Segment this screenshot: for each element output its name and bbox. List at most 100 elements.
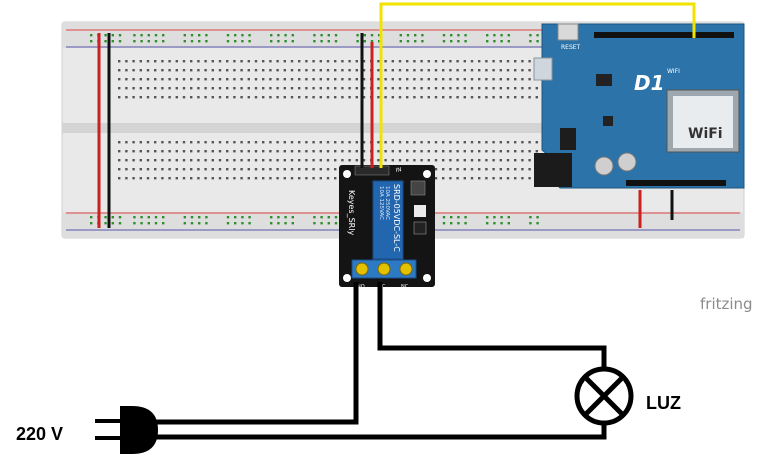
breadboard-hole <box>290 159 294 162</box>
breadboard-hole <box>391 150 394 153</box>
breadboard-hole <box>132 78 135 81</box>
breadboard-hole <box>248 40 251 43</box>
breadboard-hole <box>457 40 460 43</box>
breadboard-hole <box>442 60 445 63</box>
breadboard-hole <box>190 69 193 72</box>
breadboard-hole <box>270 222 273 225</box>
breadboard-hole <box>290 69 294 72</box>
breadboard-hole <box>140 40 143 43</box>
breadboard-hole <box>262 150 265 153</box>
breadboard-hole <box>384 141 387 144</box>
breadboard-hole <box>284 222 287 225</box>
breadboard-hole <box>182 141 186 144</box>
breadboard-hole <box>312 159 315 162</box>
breadboard-hole <box>362 159 366 162</box>
breadboard-hole <box>90 34 93 37</box>
breadboard-hole <box>334 216 338 219</box>
breadboard-hole <box>197 69 200 72</box>
breadboard-hole <box>478 69 481 72</box>
breadboard-hole <box>312 87 315 90</box>
breadboard-hole <box>334 150 337 153</box>
breadboard-hole <box>492 159 495 162</box>
breadboard-hole <box>514 69 517 72</box>
breadboard-hole <box>464 40 467 43</box>
breadboard-hole <box>514 150 517 153</box>
breadboard-hole <box>478 159 481 162</box>
breadboard-hole <box>398 141 402 144</box>
breadboard-hole <box>226 150 229 153</box>
breadboard-hole <box>175 69 178 72</box>
breadboard-hole <box>499 60 502 63</box>
esp-module-label: WiFi <box>688 126 723 142</box>
breadboard-hole <box>248 34 251 37</box>
breadboard-hole <box>464 34 467 37</box>
breadboard-hole <box>320 216 323 219</box>
breadboard-hole <box>233 177 236 180</box>
breadboard-hole <box>506 96 510 99</box>
breadboard-hole <box>506 78 510 81</box>
breadboard-hole <box>319 159 322 162</box>
breadboard-hole <box>521 177 524 180</box>
breadboard-hole <box>226 78 229 81</box>
breadboard-hole <box>283 78 286 81</box>
breadboard-hole <box>485 150 488 153</box>
breadboard-hole <box>486 222 489 225</box>
breadboard-hole <box>154 60 157 63</box>
breadboard-hole <box>499 69 502 72</box>
breadboard-hole <box>493 222 496 225</box>
breadboard-hole <box>528 69 531 72</box>
breadboard-hole <box>356 34 359 37</box>
breadboard-hole <box>486 34 489 37</box>
breadboard-hole <box>434 96 438 99</box>
lamp-icon <box>574 366 634 426</box>
breadboard-hole <box>133 40 136 43</box>
breadboard-hole <box>493 40 496 43</box>
breadboard-hole <box>427 69 430 72</box>
breadboard-hole <box>146 87 150 90</box>
breadboard-hole <box>247 96 250 99</box>
breadboard-hole <box>406 159 409 162</box>
breadboard-hole <box>276 150 279 153</box>
breadboard-hole <box>312 69 315 72</box>
breadboard-hole <box>312 177 315 180</box>
breadboard-hole <box>254 69 258 72</box>
breadboard-hole <box>406 150 409 153</box>
breadboard-hole <box>355 78 358 81</box>
breadboard-hole <box>276 168 279 171</box>
breadboard-hole <box>233 168 236 171</box>
breadboard-hole <box>355 69 358 72</box>
breadboard-hole <box>442 40 446 43</box>
breadboard-hole <box>457 34 460 37</box>
breadboard-hole <box>233 141 236 144</box>
breadboard-hole <box>125 159 128 162</box>
breadboard-hole <box>139 60 142 63</box>
breadboard-hole <box>240 177 243 180</box>
breadboard-hole <box>470 96 474 99</box>
breadboard-hole <box>262 159 265 162</box>
wemos-d1-board: RESET D1 WIFI WiFi <box>533 23 745 189</box>
breadboard-hole <box>162 222 165 225</box>
breadboard-hole <box>161 87 164 90</box>
breadboard-hole <box>528 177 531 180</box>
breadboard-hole <box>312 141 315 144</box>
breadboard-hole <box>377 78 380 81</box>
breadboard-hole <box>269 78 272 81</box>
breadboard-hole <box>211 69 214 72</box>
breadboard-hole <box>506 141 510 144</box>
breadboard-hole <box>276 177 279 180</box>
board-logo: D1 <box>634 71 665 95</box>
breadboard-hole <box>111 40 114 43</box>
breadboard-hole <box>233 69 236 72</box>
breadboard-hole <box>362 96 366 99</box>
breadboard-hole <box>313 40 316 43</box>
breadboard-hole <box>378 40 381 43</box>
breadboard-hole <box>262 168 265 171</box>
breadboard-hole <box>470 150 474 153</box>
breadboard-hole <box>218 69 222 72</box>
breadboard-hole <box>493 216 496 219</box>
breadboard-hole <box>485 141 488 144</box>
breadboard-hole <box>326 60 330 63</box>
breadboard-hole <box>427 60 430 63</box>
wire-c-to-lamp <box>377 282 607 372</box>
breadboard-hole <box>478 87 481 90</box>
